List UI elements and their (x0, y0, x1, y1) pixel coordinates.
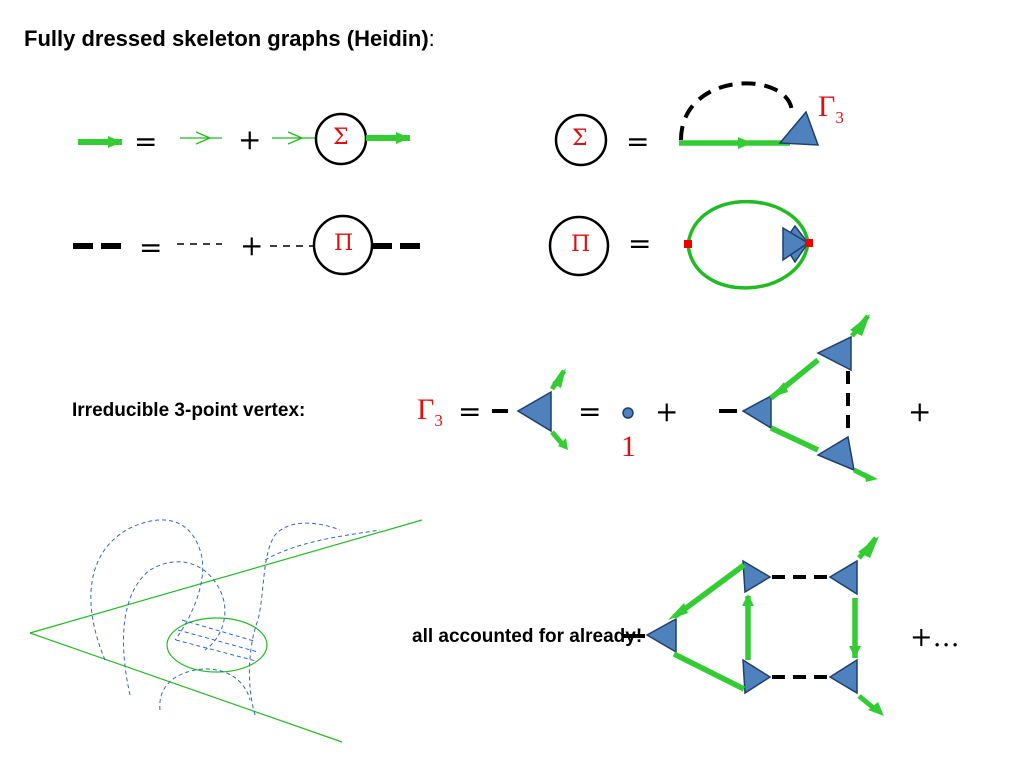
vertex-label: Irreducible 3-point vertex: (72, 400, 306, 421)
bare-g-arrow-2 (287, 131, 304, 145)
box-g-lower-left (672, 651, 746, 692)
bare-vertex-one: 1 (621, 430, 636, 463)
pi-def-equals: = (628, 227, 652, 260)
sketch-dashed-2 (123, 561, 226, 696)
box-leg-out-arrow (868, 702, 884, 716)
box-tri-left (645, 617, 677, 654)
vertex-leg-in-arrow (552, 368, 566, 388)
pi-circle-right (548, 215, 610, 277)
title-text: Fully dressed skeleton graphs (Heidin) (24, 26, 429, 51)
series-continuation: +… (910, 622, 960, 653)
vertex-equals-1: = (458, 395, 482, 428)
vertex-plus-1: + (655, 395, 679, 428)
sigma-def-equals: = (626, 125, 650, 158)
correction-tri-top (816, 335, 852, 372)
sketch-dashed-1 (90, 519, 204, 661)
gamma-subscript: 3 (835, 108, 844, 127)
red-vertex-right (805, 239, 813, 247)
dressed-w-arc (679, 81, 794, 141)
bare-g-arrow (195, 131, 212, 145)
screened-plus: + (240, 229, 264, 262)
sketch-dashed-4 (159, 668, 251, 711)
vertex-equals-2: = (578, 395, 602, 428)
vertex-gamma3-label: Γ3 (417, 393, 443, 431)
bare-vertex-dot (622, 407, 634, 419)
greens-plus: + (238, 123, 262, 156)
gamma-symbol: Γ (818, 90, 836, 123)
pi-definition (548, 199, 813, 290)
vertex-leg-out-arrow (558, 438, 568, 450)
dressed-g-arrow (108, 136, 122, 148)
box-tri-bottom-right (828, 658, 858, 695)
vertex-plus-2: + (908, 395, 932, 428)
sigma-definition (554, 81, 820, 167)
sketch-dashed-8 (181, 619, 255, 642)
pi-symbol: Π (334, 231, 354, 256)
screened-equals: = (139, 231, 163, 264)
vertex-gamma-symbol: Γ (417, 393, 435, 426)
accounted-caption: all accounted for already! (412, 626, 643, 647)
dressed-g-arrow-2 (396, 132, 410, 144)
sketch-green-line-lower (29, 632, 343, 743)
vertex-equation (492, 314, 878, 482)
box-g-left-vertical-arrow (742, 594, 754, 606)
box-tri-top-left (742, 559, 772, 594)
pi-symbol-right: Π (571, 232, 591, 257)
gamma3-triangle (778, 110, 820, 146)
screened-interaction-equation (73, 214, 422, 276)
correction-leg-out-arrow (864, 472, 878, 482)
sketch-dashed-6 (177, 629, 259, 653)
sketch-green-line-upper (29, 519, 423, 634)
correction-tri-bottom (816, 435, 855, 472)
box-tri-top-right (828, 559, 858, 596)
red-vertex-left (684, 240, 692, 248)
correction-tri-left (741, 394, 772, 430)
box-diagram (622, 536, 884, 716)
box-g-upper-left-arrow (668, 603, 688, 620)
sigma-circle-right (554, 113, 608, 167)
page-title: Fully dressed skeleton graphs (Heidin): (24, 26, 435, 52)
sketch-diagram (29, 519, 423, 743)
dressed-g-internal-arrow (738, 137, 752, 149)
title-colon: : (428, 26, 435, 51)
greens-equals: = (134, 125, 158, 158)
box-leg-in-arrow (858, 536, 879, 558)
sketch-dashed-3 (248, 522, 341, 716)
gamma3-label: Γ3 (818, 90, 844, 128)
sketch-green-ellipse (166, 617, 268, 673)
correction-leg-in-arrow (850, 314, 870, 336)
sketch-dashed-7 (175, 639, 257, 662)
pi-vertex-triangle-b (782, 226, 810, 262)
box-tri-bottom-left (742, 658, 772, 695)
correction-g-upper-arrow (770, 382, 788, 398)
sketch-dashed-5 (264, 529, 381, 561)
sigma-symbol: Σ (333, 125, 349, 150)
box-g-right-vertical-arrow (849, 646, 861, 658)
vertex-gamma-subscript: 3 (434, 411, 443, 430)
greens-function-equation (78, 112, 410, 166)
vertex-triangle (516, 390, 552, 433)
sigma-symbol-right: Σ (572, 126, 588, 151)
correction-g-lower (769, 425, 820, 453)
